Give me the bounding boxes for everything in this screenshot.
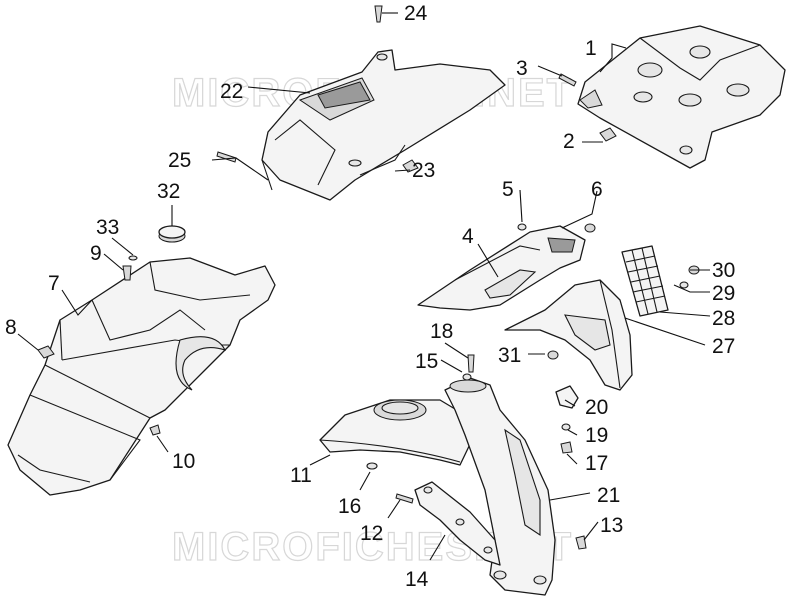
callout-22: 22 bbox=[220, 80, 243, 103]
part-14-bracket-plate bbox=[414, 481, 501, 566]
callout-9: 9 bbox=[90, 242, 102, 265]
callout-13: 13 bbox=[600, 514, 623, 537]
callout-10: 10 bbox=[172, 450, 195, 473]
callout-19: 19 bbox=[585, 424, 608, 447]
part-32-cap bbox=[158, 225, 186, 243]
callout-labels: 1 2 3 4 5 6 7 8 9 10 11 12 13 14 15 16 1… bbox=[5, 2, 735, 591]
callout-5: 5 bbox=[502, 178, 514, 201]
callout-28: 28 bbox=[712, 307, 735, 330]
callout-11: 11 bbox=[290, 464, 312, 487]
callout-32: 32 bbox=[157, 180, 180, 203]
part-7-floor-panel bbox=[7, 257, 276, 496]
callout-4: 4 bbox=[462, 225, 474, 248]
callout-29: 29 bbox=[712, 282, 735, 305]
callout-14: 14 bbox=[405, 568, 429, 591]
callout-1: 1 bbox=[585, 37, 597, 60]
small-hardware-left bbox=[37, 255, 161, 436]
callout-33: 33 bbox=[96, 216, 119, 239]
callout-30: 30 bbox=[712, 259, 735, 282]
callout-8: 8 bbox=[5, 316, 17, 339]
callout-18: 18 bbox=[430, 320, 453, 343]
callout-27: 27 bbox=[712, 335, 735, 358]
callout-15: 15 bbox=[415, 350, 438, 373]
callout-17: 17 bbox=[585, 452, 608, 475]
part-21-fork-shield bbox=[444, 377, 556, 596]
callout-21: 21 bbox=[597, 484, 620, 507]
callout-7: 7 bbox=[48, 272, 60, 295]
callout-25: 25 bbox=[168, 149, 191, 172]
part-1-rear-cover bbox=[577, 25, 786, 169]
callout-23: 23 bbox=[412, 159, 435, 182]
callout-31: 31 bbox=[498, 344, 521, 367]
callout-6: 6 bbox=[591, 178, 603, 201]
callout-2: 2 bbox=[563, 130, 575, 153]
callout-20: 20 bbox=[585, 396, 608, 419]
part-11-front-mudguard bbox=[319, 399, 473, 466]
callout-3: 3 bbox=[516, 57, 528, 80]
callout-16: 16 bbox=[338, 495, 361, 518]
part-22-upper-cover bbox=[261, 49, 506, 201]
small-hardware-upper bbox=[190, 5, 617, 299]
callout-24: 24 bbox=[404, 2, 428, 25]
callout-12: 12 bbox=[360, 522, 383, 545]
leader-lines bbox=[17, 12, 711, 561]
part-27-rear-mudguard bbox=[504, 279, 633, 391]
small-hardware-lower bbox=[366, 354, 587, 550]
part-4-bracket bbox=[417, 225, 586, 311]
part-28-grille bbox=[621, 245, 669, 317]
